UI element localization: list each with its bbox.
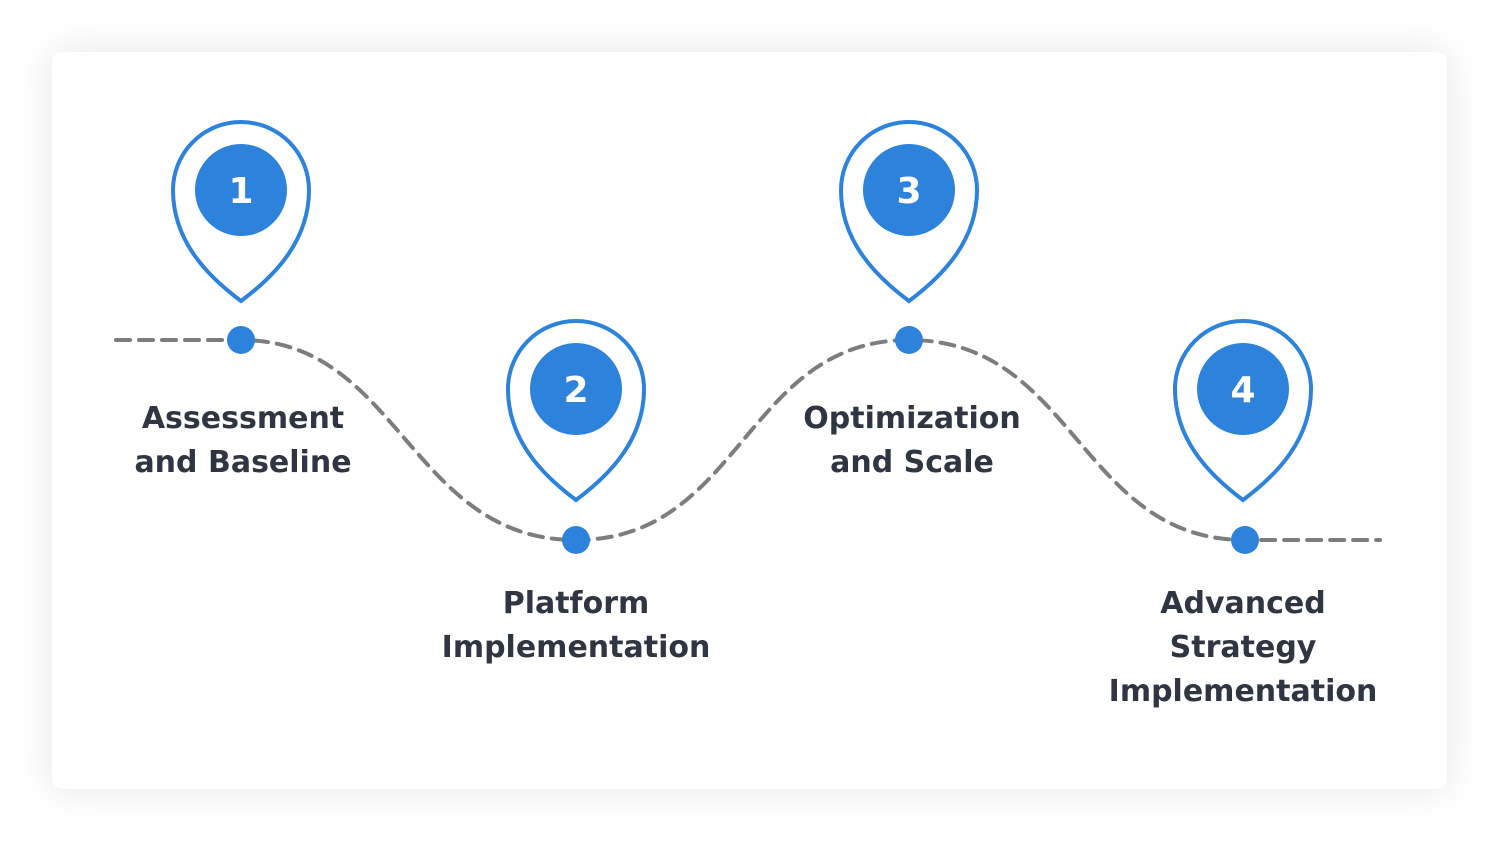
pin-number-2: 2	[563, 370, 588, 411]
pin-number-4: 4	[1230, 370, 1255, 411]
step-label-4: Advanced Strategy Implementation	[1108, 586, 1378, 709]
step-label-3: Optimization and Scale	[803, 401, 1021, 480]
step-label-1: Assessment and Baseline	[134, 401, 352, 480]
location-pin-icon-3: 3	[838, 120, 980, 304]
pin-number-3: 3	[896, 171, 921, 212]
location-pin-icon-4: 4	[1172, 319, 1314, 503]
pin-number-1: 1	[228, 171, 253, 212]
milestone-dot-2	[562, 526, 590, 554]
step-label-2: Platform Implementation	[441, 586, 711, 665]
location-pin-icon-2: 2	[505, 319, 647, 503]
milestone-dot-4	[1231, 526, 1259, 554]
milestone-dot-1	[227, 326, 255, 354]
location-pin-icon-1: 1	[170, 120, 312, 304]
route-path	[114, 337, 1382, 543]
milestone-dot-3	[895, 326, 923, 354]
